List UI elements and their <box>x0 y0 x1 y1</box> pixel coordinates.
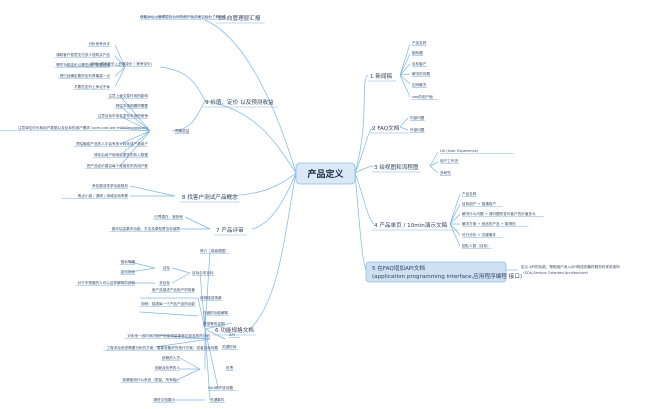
b2-leaf-1: 外部问题 <box>410 127 425 132</box>
b6-owner-leaf-1: 依赖及负责的人 <box>155 365 181 370</box>
b6-nongoal: 非目标 <box>159 280 170 285</box>
b3-leaf-2: 多研究 <box>440 170 451 175</box>
branch-b1-label: 1 新闻稿 <box>370 72 393 80</box>
b8-leaf-0: 考化剧或寻求功能规划 <box>92 183 128 188</box>
b9-pricing-leaf-4: 不要在定价上争论不休 <box>74 84 110 89</box>
branch-b5-node[interactable] <box>365 261 507 283</box>
b9-pricing-leaf-3: 把已经确定要的定价再最高一点 <box>60 73 111 78</box>
b6-goals: 目标与非目标 <box>192 270 214 275</box>
b5-leaf-line1: 定义 API的功能，帮助用户深入API构成的最终服务时体系架构 <box>521 264 620 269</box>
b6-detail: 详细的功能解释 <box>203 310 229 315</box>
b3-leaf-0: UX (User Experience) <box>440 149 479 153</box>
b10-leaf-0: 获取对以上管理层在公开的资产及方案之后为了解报表 <box>140 14 227 19</box>
b9-revenue-leaf-2: 注意目标市场在发布市场的竞争 <box>98 113 149 118</box>
b9-revenue-leaf-5: 转化后用户使用后更多的收入数据 <box>94 152 148 157</box>
b2-leaf-0: 内部问题 <box>410 115 425 120</box>
b9-pricing-leaf-0: 分析竞争对手 <box>88 41 110 46</box>
nodes: 产品定义 10 向管理层汇报 9 价值、定价 以及预测收益 8 找客户测试产品概念 7 … <box>0 14 620 403</box>
b4-leaf-1: 目标用户 + 普通用户 <box>462 201 496 206</box>
b6-goal-leaf-0: 指标明确 <box>121 259 136 264</box>
b6-keytime-leaf-1: 工程流及前述需要分析的方案，要要准备好的迭代方案，或者目标问题 <box>107 345 219 350</box>
b4-leaf-2: 解决什么问题 + 请问题的答价客户的价值多大 <box>462 211 536 216</box>
branch-b5-label-line2: (application programming interface,应用程序编… <box>372 272 522 280</box>
connection-lines <box>114 16 518 401</box>
b6-usecase-leaf-0: 用产品描述产品用户的场景 <box>152 287 196 292</box>
b6-keyevent-leaf-0: 哪些文档展示 <box>153 397 175 402</box>
branch-b6-label: 6 功能规格文档 <box>215 326 254 334</box>
b6-usecase: 用例描述场景 <box>200 295 222 300</box>
b6-owner: 负责 <box>226 365 234 370</box>
branch-b7-label: 7 产品评审 <box>216 226 244 234</box>
b6-api: API <box>229 333 235 337</box>
b9-pricing: 定价 (成本定价 / 价值定价 / 竞争定价) <box>91 61 153 66</box>
b4-leaf-0: 产品名称 <box>462 191 477 196</box>
b6-keytime-leaf-0: 对未来一段时间内用户的使用量能够达到怎样的计划 <box>127 333 210 338</box>
b1-leaf-5: ceo的用户面 <box>412 94 433 99</box>
branch-b9-label: 9 价值、定价 以及预测收益 <box>205 98 274 106</box>
b9-revenue-leaf-6: 把产品定价建议每个经营发布的用户数 <box>87 163 148 168</box>
b9-revenue-leaf-4: 预估触碰产品的人中会有多少转化成产品用户 <box>76 141 148 146</box>
b9-revenue-leaf-1: 预估市场规模的需要 <box>116 103 149 108</box>
b7-leaf-1: 做评估结果市功能、方法及原型是否存保障 <box>112 226 181 231</box>
b6-owner-leaf-2: 依赖使用什么系统（质量、所有权） <box>123 377 181 382</box>
branch-b8-label: 8 找客户测试产品概念 <box>182 193 238 201</box>
b6-nongoal-leaf-0: 对于不想做的人可以这样解释的其他 <box>78 280 136 285</box>
b1-leaf-1: 副标题 <box>412 50 423 55</box>
b4-leaf-4: 可行分析 + 关键事件 <box>462 232 496 237</box>
b6-intro: 简介（或者框图） <box>200 248 229 253</box>
b6-faq: FAQ和开放问题 <box>208 385 233 390</box>
b6-keytime: 关键时间 <box>222 344 237 349</box>
b1-leaf-0: 产品名称 <box>412 40 427 45</box>
b5-leaf-line2: （SOA,Service-Oriented Architecture） <box>521 270 590 275</box>
branch-b4-label: 4 产品单页 / 10min演示文稿 <box>374 221 448 229</box>
b4-leaf-3: 解决方案 + 竞品的产品 + 取得的 <box>462 221 516 226</box>
b9-revenue-leaf-0: 注意上面交易作用的影响 <box>108 93 148 98</box>
b6-goal-leaf-1: 如何测评 <box>121 269 136 274</box>
branch-b3-label: 3 绘视图和流程图 <box>374 163 419 171</box>
b9-pricing-leaf-2: 哪些功能定价以哪些用户需要选择 <box>56 62 110 67</box>
branch-b2-label: 2 FAQ文档 <box>372 124 400 132</box>
b6-keyevent: 关键事件 <box>210 397 225 402</box>
b9-revenue-leaf-3: 注意单位时长和用户数据以及目标的用户需求 (cpm,cost per mille… <box>18 125 149 130</box>
b6-owner-leaf-0: 依赖的人员 <box>162 355 180 360</box>
b1-leaf-3: 解决的问题 <box>412 71 430 76</box>
b1-leaf-4: 如何解决 <box>412 82 427 87</box>
b6-proto: 原型等的说明 <box>203 321 225 326</box>
b9-revenue: 预期收益 <box>175 128 190 133</box>
b7-leaf-0: 已界潜在、被其他 <box>154 214 183 219</box>
center-node[interactable] <box>295 162 356 185</box>
b6-goal: 目标 <box>163 265 171 270</box>
b8-leaf-1: 焦点小组 / 调研 / 用域实地考察 <box>78 193 129 198</box>
b6-detail-leaf-0: 用例：描述每一个产品产品的功能 <box>141 301 195 306</box>
center-node-label: 产品定义 <box>307 168 344 180</box>
branch-b10-label: 10 向管理层汇报 <box>218 14 261 22</box>
b3-leaf-1: 用户工作流 <box>440 158 458 163</box>
b9-pricing-leaf-1: 调研客户愿意支付多少钱购买产品 <box>56 52 110 57</box>
b4-leaf-5: 团队人数（目标） <box>462 243 491 248</box>
branch-b5-label-line1: 5 在FAQ增加API文档 <box>372 264 425 272</box>
b1-leaf-2: 目标客户 <box>412 61 427 66</box>
